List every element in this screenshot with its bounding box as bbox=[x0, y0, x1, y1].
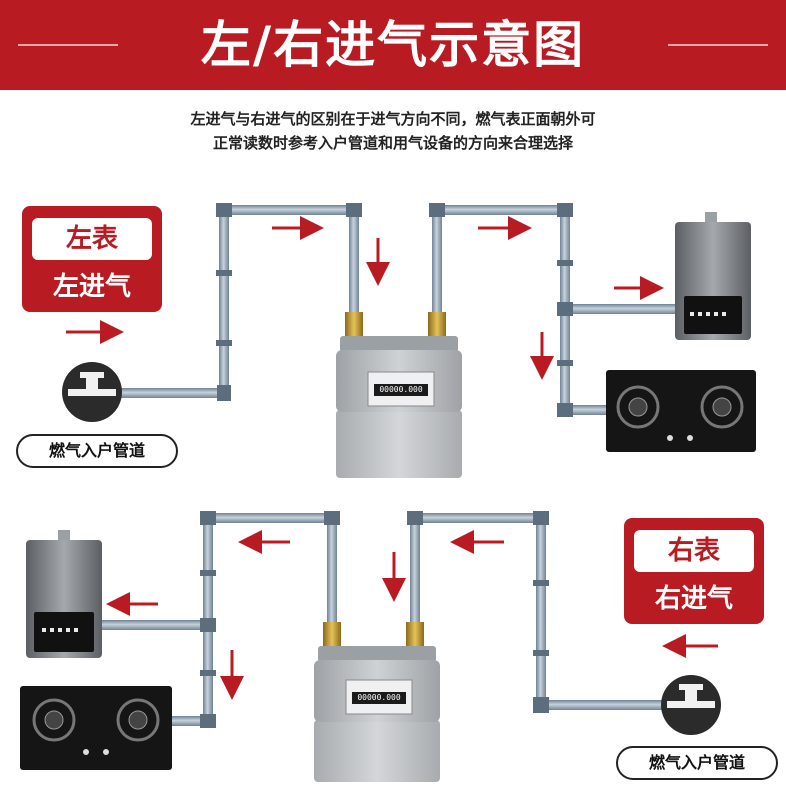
pipe-segment bbox=[432, 205, 570, 215]
pipe-segment bbox=[170, 716, 212, 726]
title-divider-left bbox=[18, 44, 118, 46]
gas-stove-bottom bbox=[20, 686, 172, 770]
pipe-segment bbox=[432, 205, 442, 315]
flow-arrows-top bbox=[66, 216, 664, 380]
flow-arrows-bottom bbox=[106, 530, 718, 700]
title-banner bbox=[0, 0, 786, 90]
meter-reading-top: 00000.000 bbox=[379, 385, 423, 394]
right-meter-tag: 右表 右进气 bbox=[624, 518, 764, 624]
pipe-segment bbox=[546, 700, 668, 710]
page-title: 左/右进气示意图 bbox=[200, 16, 586, 74]
pipe-segment bbox=[410, 513, 546, 523]
pipe-segment bbox=[219, 205, 229, 398]
pipe-segment bbox=[98, 620, 212, 630]
meter-reading-bottom: 00000.000 bbox=[357, 693, 401, 702]
water-heater-top bbox=[675, 212, 751, 340]
title-divider-right bbox=[668, 44, 768, 46]
pipe-segment bbox=[327, 513, 337, 625]
pipe-segment bbox=[349, 205, 359, 315]
gas-meter-top bbox=[336, 312, 462, 478]
pipe-joints bbox=[200, 511, 549, 728]
pipe-segment bbox=[203, 513, 337, 523]
left-intake-label: 左进气 bbox=[52, 272, 131, 302]
right-intake-label: 右进气 bbox=[654, 584, 733, 614]
gas-meter-bottom bbox=[314, 622, 440, 782]
pipe-joints bbox=[216, 203, 573, 417]
left-meter-tag: 左表 左进气 bbox=[22, 206, 162, 312]
inlet-pipe-label-bottom: 燃气入户管道 bbox=[616, 746, 778, 780]
pipe-segment bbox=[219, 205, 359, 215]
inlet-valve-top bbox=[62, 362, 122, 422]
left-meter-type-label: 左表 bbox=[32, 218, 152, 260]
inlet-valve-bottom bbox=[661, 675, 721, 735]
pipe-segment bbox=[410, 513, 420, 625]
pipe-segment bbox=[560, 405, 608, 415]
water-heater-bottom bbox=[26, 530, 102, 658]
description-line-2: 正常读数时参考入户管道和用气设备的方向来合理选择 bbox=[212, 134, 573, 152]
pipe-segment bbox=[120, 388, 228, 398]
right-meter-type-label: 右表 bbox=[634, 530, 754, 572]
pipe-segment bbox=[536, 513, 546, 710]
inlet-pipe-label-top: 燃气入户管道 bbox=[16, 434, 178, 468]
gas-stove-top bbox=[606, 370, 756, 452]
description-line-1: 左进气与右进气的区别在于进气方向不同，燃气表正面朝外可 bbox=[190, 110, 596, 128]
pipe-segment bbox=[560, 304, 678, 314]
